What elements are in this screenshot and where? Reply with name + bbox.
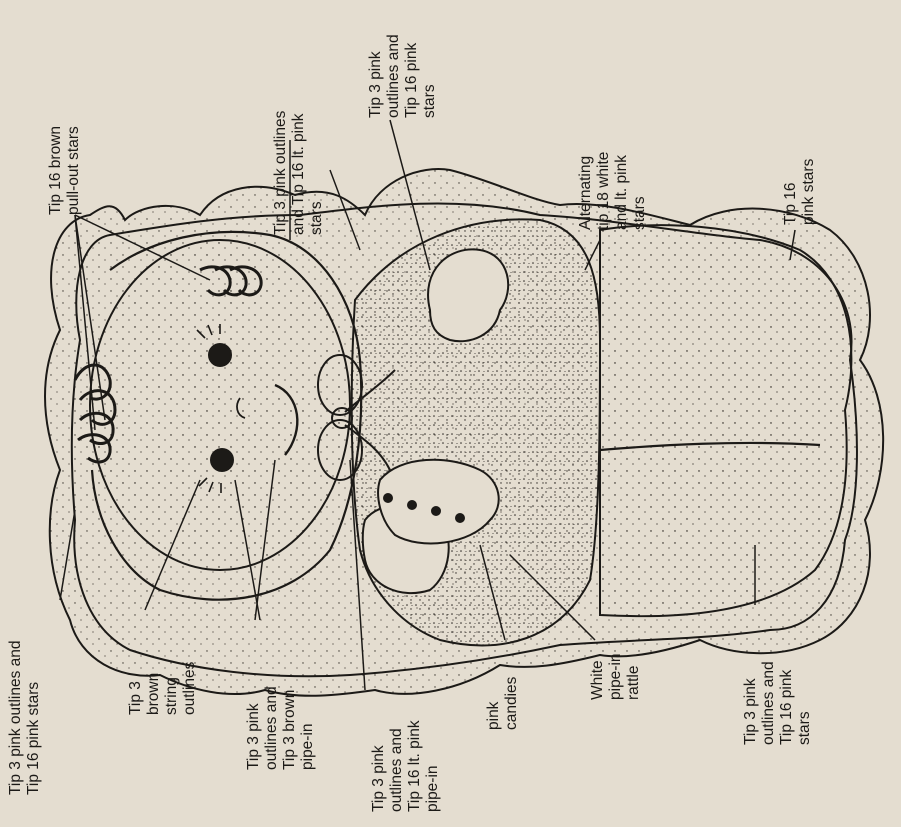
label-legs: Tip 3 pink outlines and Tip 16 pink star… — [742, 657, 813, 745]
label-pink-outline-top: Tip 3 pink outlines and Tip 16 lt. pink … — [272, 106, 325, 235]
label-brown-pullout: Tip 16 brown pull-out stars — [47, 122, 82, 215]
label-alternating: Alternating tip 18 white and lt. pink st… — [577, 147, 648, 230]
label-candies: pink candies — [485, 676, 520, 730]
label-body-outline: Tip 3 pink outlines and Tip 16 pink star… — [7, 636, 42, 795]
label-pink-stars: Tip 16 pink stars — [782, 158, 817, 225]
baby-cake-outline — [45, 169, 883, 696]
label-rattle: White pipe-in rattle — [589, 649, 642, 700]
eye-upper — [209, 344, 231, 366]
legs — [600, 225, 851, 616]
label-pipe-lt-pink: Tip 3 pink outlines and Tip 16 lt. pink … — [370, 716, 441, 812]
label-pink-outline-mid: Tip 3 pink outlines and Tip 16 pink star… — [367, 30, 438, 118]
baby-head — [90, 240, 350, 570]
eye-lower — [211, 449, 233, 471]
